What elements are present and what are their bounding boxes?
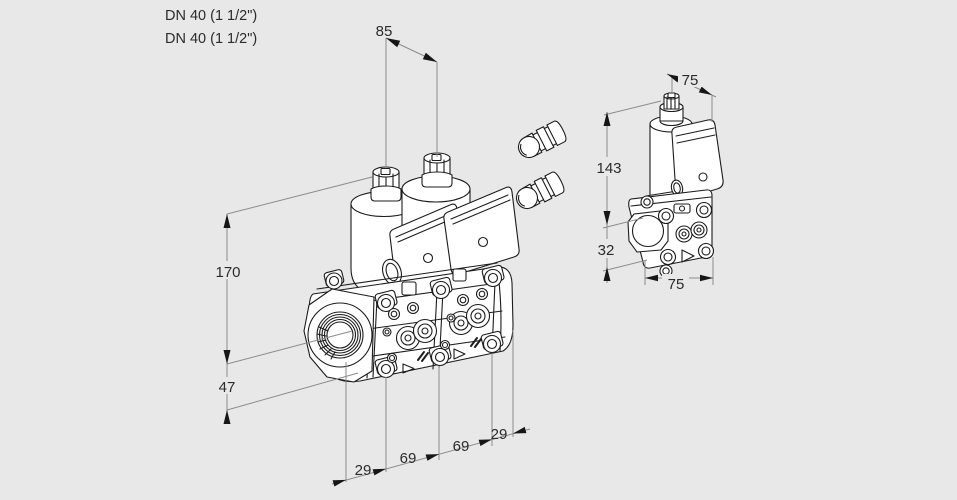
valve-section-b-details bbox=[439, 287, 491, 360]
mounting-screws bbox=[323, 264, 505, 379]
cable-gland-2 bbox=[515, 171, 565, 210]
dn-label-1: DN 40 (1 1/2") bbox=[165, 8, 257, 24]
dn-label-2: DN 40 (1 1/2") bbox=[165, 31, 257, 47]
dim-69-right: 69 bbox=[453, 438, 470, 455]
cover-right bbox=[443, 186, 520, 275]
dim-32: 32 bbox=[598, 242, 615, 259]
cable-gland-1 bbox=[517, 120, 567, 159]
side-view-drawing bbox=[627, 92, 724, 278]
dim-29-left: 29 bbox=[355, 462, 372, 479]
dimension-lines bbox=[223, 37, 717, 487]
dim-143: 143 bbox=[596, 160, 621, 177]
dim-69-left: 69 bbox=[400, 450, 417, 467]
dim-85: 85 bbox=[376, 23, 393, 40]
main-valve-drawing bbox=[303, 152, 520, 383]
dim-75-bottom: 75 bbox=[668, 276, 685, 293]
valve-section-a-details bbox=[382, 301, 438, 374]
dim-29-right: 29 bbox=[491, 426, 508, 443]
dim-75-top: 75 bbox=[682, 72, 699, 89]
dim-170: 170 bbox=[215, 264, 240, 281]
dimension-labels: DN 40 (1 1/2") DN 40 (1 1/2") 85 170 47 … bbox=[165, 8, 698, 479]
dim-47: 47 bbox=[219, 379, 236, 396]
inlet-flange bbox=[303, 288, 375, 383]
